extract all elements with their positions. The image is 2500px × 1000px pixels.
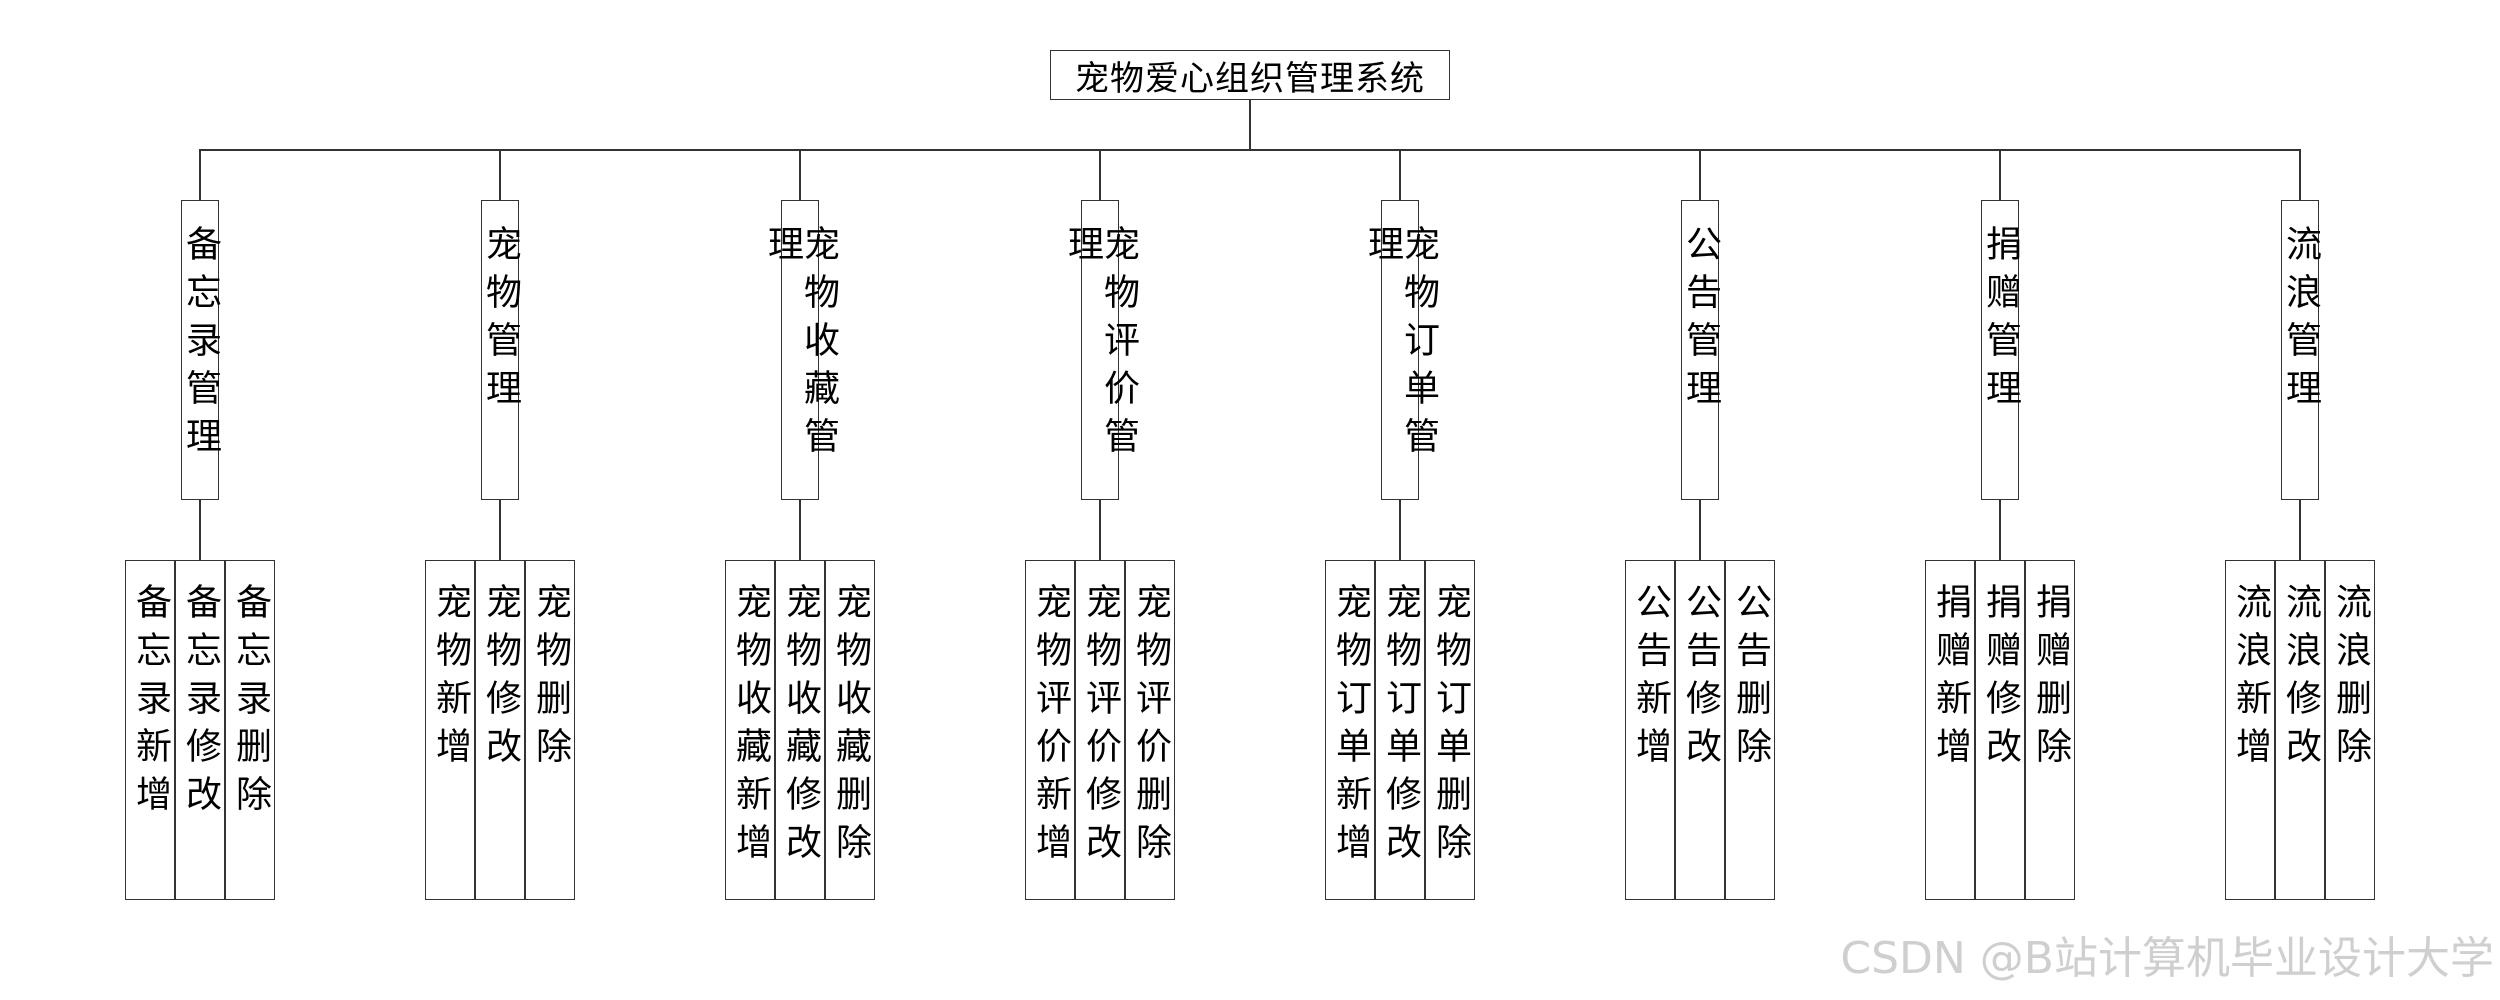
leaf-label: 宠物评价修改 [1080, 583, 1121, 871]
horizontal-bus [199, 149, 2301, 151]
leaf-label: 流浪新增 [2230, 583, 2271, 775]
leaf-connector-3 [1099, 500, 1101, 560]
leaf-node-2-2: 宠物收藏删除 [825, 560, 875, 900]
leaf-node-6-2: 捐赠删除 [2025, 560, 2075, 900]
leaf-label: 公告修改 [1680, 583, 1721, 775]
leaf-label: 捐赠删除 [2030, 583, 2071, 775]
module-connector-3 [1099, 150, 1101, 200]
module-node-0: 备忘录管理 [180, 200, 221, 500]
module-connector-1 [499, 150, 501, 200]
leaf-node-3-2: 宠物评价删除 [1125, 560, 1175, 900]
leaf-label: 公告新增 [1630, 583, 1671, 775]
leaf-label: 宠物评价删除 [1130, 583, 1171, 871]
leaf-connector-1 [499, 500, 501, 560]
leaf-label: 捐赠修改 [1980, 583, 2021, 775]
module-node-7: 流浪管理 [2280, 200, 2321, 500]
module-label: 备忘录管理 [180, 225, 221, 465]
module-label: 宠物收藏管理 [762, 225, 839, 465]
module-node-1: 宠物管理 [480, 200, 521, 500]
module-label: 流浪管理 [2280, 225, 2321, 417]
leaf-node-1-1: 宠物修改 [475, 560, 525, 900]
module-connector-4 [1399, 150, 1401, 200]
leaf-label: 宠物收藏新增 [730, 583, 771, 871]
leaf-node-6-1: 捐赠修改 [1975, 560, 2025, 900]
module-connector-2 [799, 150, 801, 200]
module-connector-5 [1699, 150, 1701, 200]
module-connector-7 [2299, 150, 2301, 200]
module-label: 捐赠管理 [1980, 225, 2021, 417]
leaf-node-2-1: 宠物收藏修改 [775, 560, 825, 900]
leaf-connector-0 [199, 500, 201, 560]
leaf-node-4-0: 宠物订单新增 [1325, 560, 1375, 900]
leaf-connector-2 [799, 500, 801, 560]
module-node-5: 公告管理 [1680, 200, 1721, 500]
leaf-connector-7 [2299, 500, 2301, 560]
module-label: 宠物评价管理 [1062, 225, 1139, 465]
leaf-label: 宠物订单新增 [1330, 583, 1371, 871]
root-label: 宠物爱心组织管理系统 [1075, 58, 1425, 99]
leaf-connector-5 [1699, 500, 1701, 560]
leaf-label: 备忘录新增 [130, 583, 171, 823]
leaf-node-0-1: 备忘录修改 [175, 560, 225, 900]
watermark: CSDN @B站计算机毕业设计大学 [1840, 933, 2494, 984]
leaf-connector-4 [1399, 500, 1401, 560]
leaf-label: 备忘录修改 [180, 583, 221, 823]
root-connector [1249, 100, 1251, 150]
leaf-label: 捐赠新增 [1930, 583, 1971, 775]
module-node-3: 宠物评价管理 [1062, 200, 1139, 500]
leaf-label: 宠物收藏修改 [780, 583, 821, 871]
leaf-connector-6 [1999, 500, 2001, 560]
root-node: 宠物爱心组织管理系统 [1050, 50, 1450, 100]
leaf-label: 备忘录删除 [230, 583, 271, 823]
leaf-label: 宠物收藏删除 [830, 583, 871, 871]
module-node-4: 宠物订单管理 [1362, 200, 1439, 500]
leaf-label: 流浪修改 [2280, 583, 2321, 775]
leaf-label: 宠物删除 [530, 583, 571, 775]
module-node-2: 宠物收藏管理 [762, 200, 839, 500]
leaf-label: 宠物评价新增 [1030, 583, 1071, 871]
leaf-node-4-2: 宠物订单删除 [1425, 560, 1475, 900]
module-node-6: 捐赠管理 [1980, 200, 2021, 500]
module-label: 宠物管理 [480, 225, 521, 417]
leaf-label: 宠物修改 [480, 583, 521, 775]
leaf-node-1-0: 宠物新增 [425, 560, 475, 900]
module-label: 宠物订单管理 [1362, 225, 1439, 465]
leaf-node-2-0: 宠物收藏新增 [725, 560, 775, 900]
leaf-node-1-2: 宠物删除 [525, 560, 575, 900]
leaf-node-3-0: 宠物评价新增 [1025, 560, 1075, 900]
leaf-node-7-1: 流浪修改 [2275, 560, 2325, 900]
module-label: 公告管理 [1680, 225, 1721, 417]
leaf-node-5-2: 公告删除 [1725, 560, 1775, 900]
leaf-label: 流浪删除 [2330, 583, 2371, 775]
leaf-node-3-1: 宠物评价修改 [1075, 560, 1125, 900]
leaf-label: 宠物订单修改 [1380, 583, 1421, 871]
module-connector-0 [199, 150, 201, 200]
leaf-node-5-1: 公告修改 [1675, 560, 1725, 900]
leaf-node-7-0: 流浪新增 [2225, 560, 2275, 900]
leaf-node-5-0: 公告新增 [1625, 560, 1675, 900]
module-connector-6 [1999, 150, 2001, 200]
leaf-label: 公告删除 [1730, 583, 1771, 775]
leaf-label: 宠物新增 [430, 583, 471, 775]
leaf-node-6-0: 捐赠新增 [1925, 560, 1975, 900]
leaf-node-4-1: 宠物订单修改 [1375, 560, 1425, 900]
leaf-node-7-2: 流浪删除 [2325, 560, 2375, 900]
leaf-node-0-0: 备忘录新增 [125, 560, 175, 900]
leaf-label: 宠物订单删除 [1430, 583, 1471, 871]
leaf-node-0-2: 备忘录删除 [225, 560, 275, 900]
